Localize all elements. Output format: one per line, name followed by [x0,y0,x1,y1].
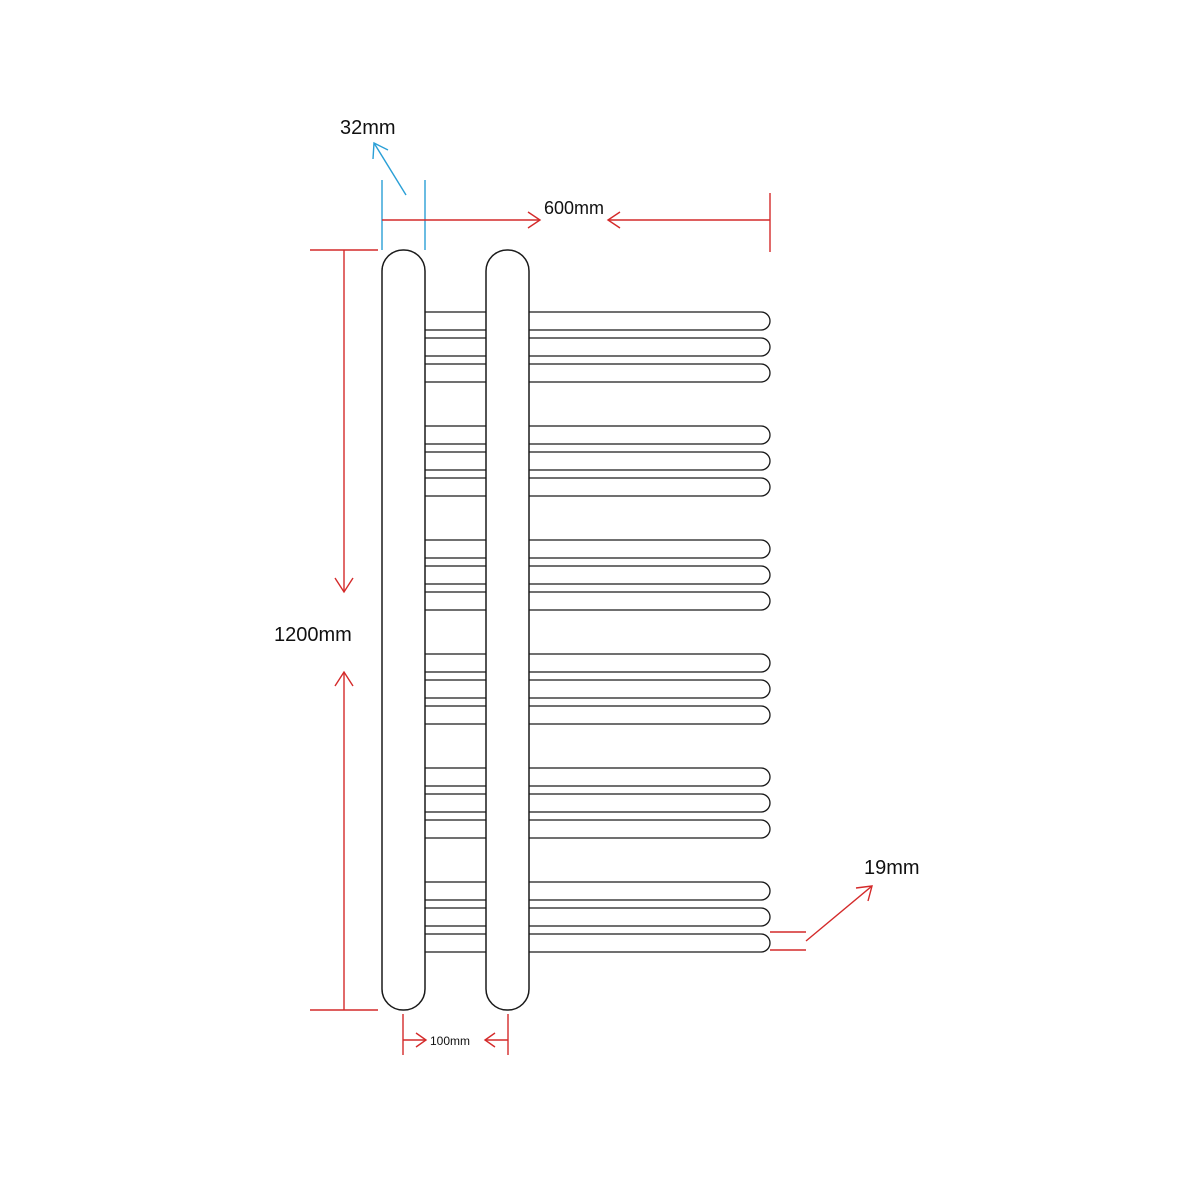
horizontal-bar [425,539,771,559]
pipe-diameter-label: 32mm [340,117,396,139]
width-label: 600mm [544,198,604,218]
pipe-diameter-dimension [372,141,426,250]
horizontal-bar [425,591,771,611]
horizontal-bar [425,705,771,725]
horizontal-bar [425,679,771,699]
horizontal-bar [425,881,771,901]
horizontal-bar [425,311,771,331]
horizontal-bar [425,425,771,445]
horizontal-bar [425,337,771,357]
horizontal-bar [425,653,771,673]
horizontal-bar [425,565,771,585]
horizontal-bar [425,363,771,383]
height-dimension [310,249,378,1011]
horizontal-bar [425,933,771,953]
left-upright [381,249,426,1011]
right-upright [485,249,530,1011]
width-dimension [382,193,771,252]
bar-diameter-label: 19mm [864,857,920,879]
height-label: 1200mm [274,624,352,646]
horizontal-bar [425,907,771,927]
spacing-dimension [402,1014,509,1055]
horizontal-bars [425,311,771,953]
horizontal-bar [425,451,771,471]
horizontal-bar [425,767,771,787]
spacing-label: 100mm [430,1034,470,1048]
horizontal-bar [425,477,771,497]
bar-diameter-dimension [770,885,873,951]
horizontal-bar [425,793,771,813]
horizontal-bar [425,819,771,839]
